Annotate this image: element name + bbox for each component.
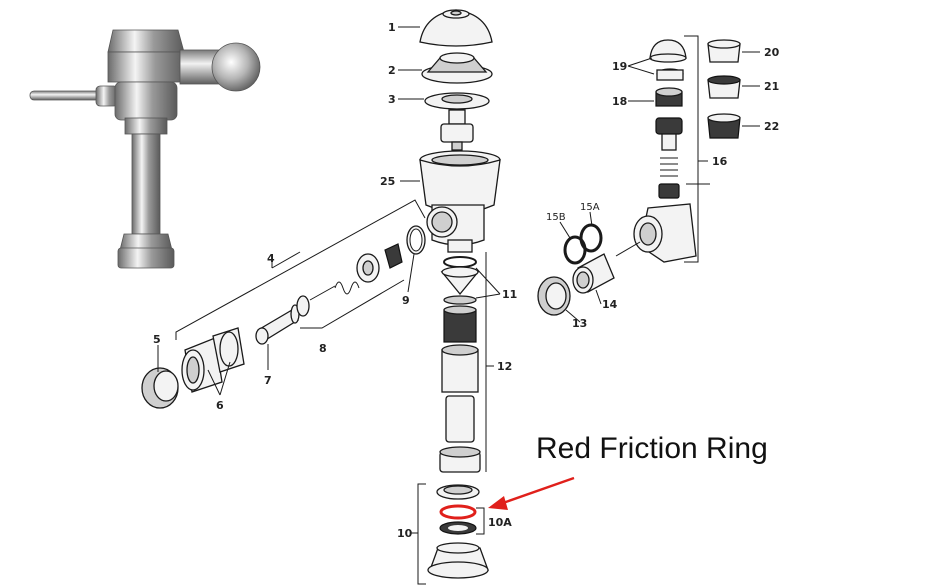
tube-nut <box>439 446 481 473</box>
flush-valve-photo <box>29 29 261 269</box>
label-14: 14 <box>602 298 618 311</box>
label-18: 18 <box>612 95 627 108</box>
part-6-socket-bushing <box>181 327 245 393</box>
part-13-nut <box>537 276 571 316</box>
flush-spud-flange <box>427 542 489 579</box>
relief-valve-stem <box>440 109 474 151</box>
label-20: 20 <box>764 46 780 59</box>
label-16: 16 <box>712 155 728 168</box>
part-12-tube <box>441 344 479 443</box>
label-4: 4 <box>267 252 275 265</box>
label-25: 25 <box>380 175 395 188</box>
part-labels: 1 2 3 25 4 5 6 7 8 9 11 12 10 10A 13 14 … <box>153 21 780 540</box>
label-15a: 15A <box>580 202 600 213</box>
part-11-guide-and-seal <box>440 256 480 305</box>
part-3-diaphragm <box>424 92 490 110</box>
stop-valve-stem <box>655 117 683 199</box>
part-22-cap <box>707 113 741 139</box>
part-1-cover <box>419 9 493 47</box>
part-10a-washer <box>439 521 477 535</box>
part-14-tailpiece <box>572 253 615 294</box>
callout-text: Red Friction Ring <box>536 432 768 465</box>
label-12: 12 <box>497 360 512 373</box>
label-7: 7 <box>264 374 272 387</box>
part-7-handle-bushing <box>255 304 300 345</box>
label-9: 9 <box>402 294 410 307</box>
label-13: 13 <box>572 317 587 330</box>
part-5-coupling-nut <box>141 367 179 409</box>
part-18-nut <box>655 87 683 107</box>
label-2: 2 <box>388 64 396 77</box>
label-10a: 10A <box>488 516 512 529</box>
label-8: 8 <box>319 342 327 355</box>
part-8-plunger-assembly <box>296 243 403 317</box>
part-20-cap <box>707 39 741 63</box>
stop-valve-body <box>633 203 697 263</box>
part-10-flange-parts <box>436 484 480 500</box>
part-9-o-ring <box>406 225 426 255</box>
label-19: 19 <box>612 60 627 73</box>
part-2-diaphragm-top <box>421 52 493 84</box>
filter-screen <box>443 305 477 343</box>
part-19-cap-and-seal <box>649 39 687 81</box>
part-25-valve-body <box>419 150 501 253</box>
label-6: 6 <box>216 399 224 412</box>
label-15b: 15B <box>546 212 566 223</box>
label-1: 1 <box>388 21 396 34</box>
leader-lines <box>157 26 760 585</box>
part-15-rings <box>563 223 603 265</box>
label-3: 3 <box>388 93 396 106</box>
label-21: 21 <box>764 80 779 93</box>
label-10: 10 <box>397 527 413 540</box>
label-11: 11 <box>502 288 517 301</box>
red-friction-ring <box>439 504 477 520</box>
callout-arrow <box>488 476 575 510</box>
label-22: 22 <box>764 120 779 133</box>
label-5: 5 <box>153 333 161 346</box>
part-21-cap <box>707 75 741 99</box>
